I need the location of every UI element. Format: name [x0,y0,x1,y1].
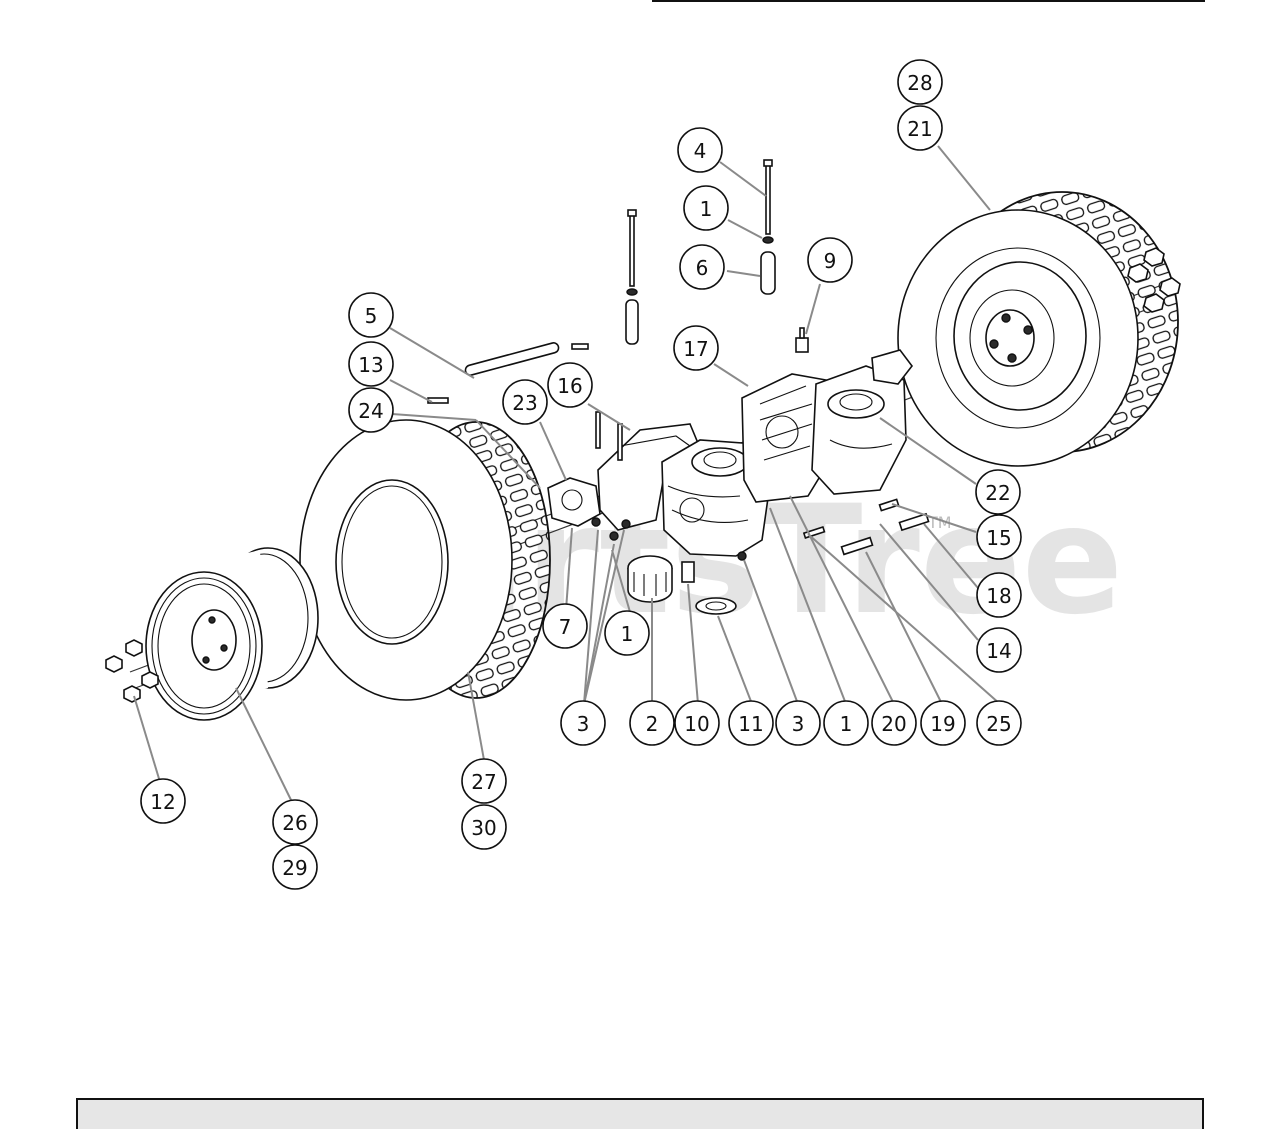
callout-16: 16 [547,362,593,408]
bolts [427,159,930,561]
svg-text:1: 1 [700,197,713,221]
svg-text:5: 5 [365,304,378,328]
callouts: 28 21 4 1 6 9 5 17 13 16 23 24 22 15 18 … [140,59,1022,890]
callout-7: 7 [542,603,588,649]
callout-27: 27 [461,758,507,804]
svg-text:14: 14 [986,639,1011,663]
callout-18: 18 [976,572,1022,618]
svg-text:16: 16 [557,374,582,398]
svg-text:12: 12 [150,790,175,814]
left-tire [299,419,551,701]
callout-3-b: 3 [775,700,821,746]
svg-text:13: 13 [358,353,383,377]
callout-21: 21 [897,105,943,151]
callout-11: 11 [728,700,774,746]
svg-text:23: 23 [512,391,537,415]
leader-lines [133,145,1001,803]
svg-text:10: 10 [684,712,709,736]
callout-13: 13 [348,341,394,387]
transaxle-assembly [547,349,914,615]
svg-text:9: 9 [824,249,837,273]
svg-text:28: 28 [907,71,932,95]
callout-1-c: 1 [823,700,869,746]
callout-22: 22 [975,469,1021,515]
svg-text:7: 7 [559,615,572,639]
callout-24: 24 [348,387,394,433]
bottom-panel [76,1098,1204,1129]
callout-2: 2 [629,700,675,746]
svg-text:22: 22 [985,481,1010,505]
right-tire [897,191,1179,467]
callout-29: 29 [272,844,318,890]
svg-text:1: 1 [840,712,853,736]
svg-text:3: 3 [792,712,805,736]
svg-text:3: 3 [577,712,590,736]
callout-12: 12 [140,778,186,824]
callout-19: 19 [920,700,966,746]
callout-23: 23 [502,379,548,425]
svg-text:2: 2 [646,712,659,736]
svg-text:11: 11 [738,712,763,736]
callout-4: 4 [677,127,723,173]
callout-20: 20 [871,700,917,746]
svg-text:17: 17 [683,337,708,361]
left-lug-nuts [105,639,159,703]
svg-text:19: 19 [930,712,955,736]
callout-15: 15 [976,514,1022,560]
callout-25: 25 [976,700,1022,746]
callout-14: 14 [976,627,1022,673]
callout-10: 10 [674,700,720,746]
callout-9: 9 [807,237,853,283]
callout-26: 26 [272,799,318,845]
svg-text:4: 4 [694,139,707,163]
svg-text:6: 6 [696,256,709,280]
callout-6: 6 [679,244,725,290]
svg-text:18: 18 [986,584,1011,608]
svg-text:27: 27 [471,770,496,794]
svg-text:24: 24 [358,399,383,423]
callout-3: 3 [560,700,606,746]
svg-text:15: 15 [986,526,1011,550]
svg-text:20: 20 [881,712,906,736]
right-lug-nuts [1127,247,1181,313]
callout-30: 30 [461,804,507,850]
svg-text:1: 1 [621,622,634,646]
left-rim [145,547,319,721]
callout-5: 5 [348,292,394,338]
callout-28: 28 [897,59,943,105]
svg-text:30: 30 [471,816,496,840]
svg-text:26: 26 [282,811,307,835]
callout-1: 1 [683,185,729,231]
svg-text:21: 21 [907,117,932,141]
callout-1-b: 1 [604,610,650,656]
callout-17: 17 [673,325,719,371]
svg-text:29: 29 [282,856,307,880]
svg-text:25: 25 [986,712,1011,736]
